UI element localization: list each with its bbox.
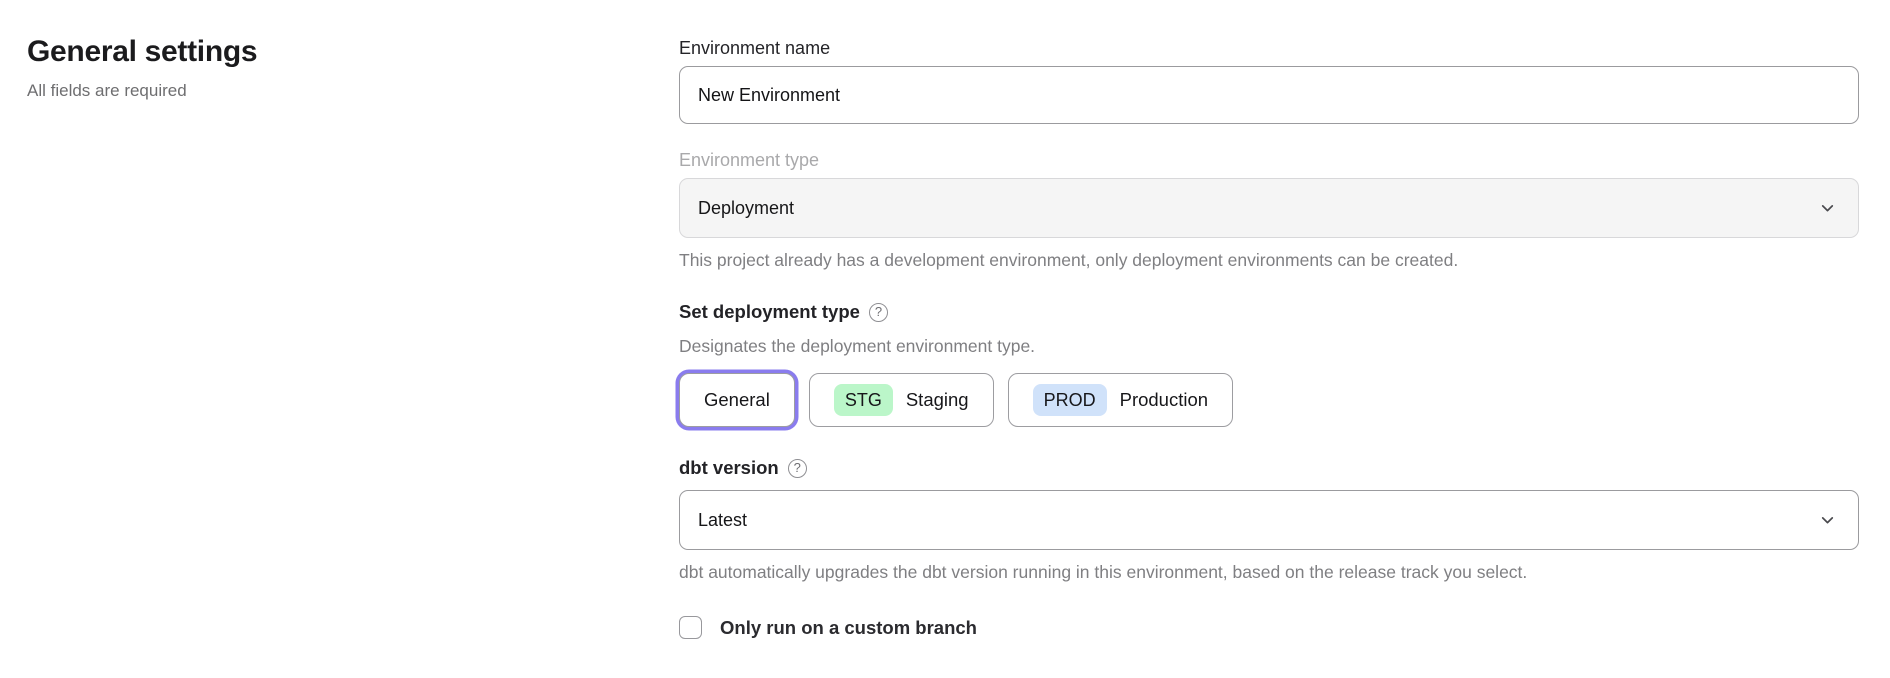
environment-type-label: Environment type [679,149,1859,171]
deployment-option-production[interactable]: PROD Production [1008,373,1233,427]
dbt-version-label: dbt version ? [679,457,1859,479]
page-title: General settings [27,35,679,69]
deployment-type-label-text: Set deployment type [679,301,860,323]
environment-type-select[interactable]: Deployment [679,178,1859,238]
help-icon[interactable]: ? [869,303,888,322]
deployment-option-general-label: General [704,389,770,411]
deployment-type-helper: Designates the deployment environment ty… [679,336,1859,357]
environment-type-helper: This project already has a development e… [679,250,1859,271]
environment-form: Environment name Environment type Deploy… [679,28,1859,639]
chevron-down-icon [1819,200,1836,217]
dbt-version-select[interactable]: Latest [679,490,1859,550]
environment-name-input[interactable] [679,66,1859,124]
stg-badge: STG [834,384,893,416]
deployment-type-label: Set deployment type ? [679,301,1859,323]
custom-branch-checkbox[interactable] [679,616,702,639]
general-settings-page: General settings All fields are required… [0,0,1890,639]
custom-branch-label: Only run on a custom branch [720,617,977,639]
dbt-version-label-text: dbt version [679,457,779,479]
deployment-option-general[interactable]: General [679,373,795,427]
deployment-type-options: General STG Staging PROD Production [679,373,1859,427]
prod-badge: PROD [1033,384,1107,416]
deployment-option-staging[interactable]: STG Staging [809,373,994,427]
environment-type-value: Deployment [698,198,794,219]
dbt-version-helper: dbt automatically upgrades the dbt versi… [679,562,1859,583]
settings-header: General settings All fields are required [27,28,679,101]
custom-branch-row: Only run on a custom branch [679,616,1859,639]
help-icon[interactable]: ? [788,459,807,478]
environment-name-label: Environment name [679,37,1859,59]
chevron-down-icon [1819,512,1836,529]
deployment-option-production-label: Production [1120,389,1208,411]
deployment-option-staging-label: Staging [906,389,969,411]
page-subtitle: All fields are required [27,81,679,101]
dbt-version-value: Latest [698,510,747,531]
